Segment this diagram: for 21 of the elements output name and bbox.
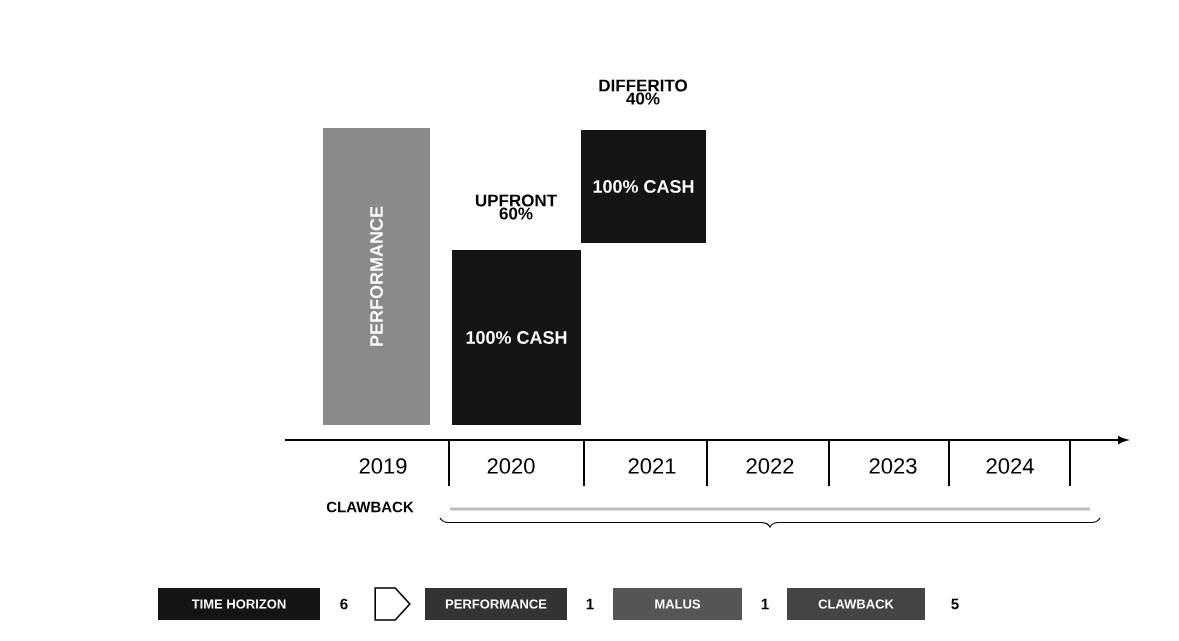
year-label: 2021 — [628, 458, 676, 474]
year-label: 2024 — [986, 458, 1034, 474]
performance-bar: PERFORMANCE — [323, 128, 430, 425]
share-label: DIFFERITO 40% — [599, 79, 687, 105]
count-label: 6 — [340, 598, 348, 610]
stage-box: MALUS — [613, 588, 742, 620]
year-label: 2022 — [746, 458, 794, 474]
year-label: 2019 — [359, 458, 407, 474]
count-label: 1 — [761, 598, 769, 610]
share-label: UPFRONT 60% — [475, 194, 557, 220]
cash-box: 100% CASH — [452, 250, 581, 425]
chevron-arrow — [374, 587, 411, 621]
stage-box: CLAWBACK — [787, 588, 925, 620]
stage-box: TIME HORIZON — [158, 588, 320, 620]
count-label: 1 — [586, 598, 594, 610]
year-label: 2023 — [869, 458, 917, 474]
stage-box: PERFORMANCE — [425, 588, 567, 620]
bracket-label: CLAWBACK — [326, 501, 414, 513]
count-label: 5 — [951, 598, 959, 610]
cash-box: 100% CASH — [581, 130, 706, 243]
year-label: 2020 — [487, 458, 535, 474]
